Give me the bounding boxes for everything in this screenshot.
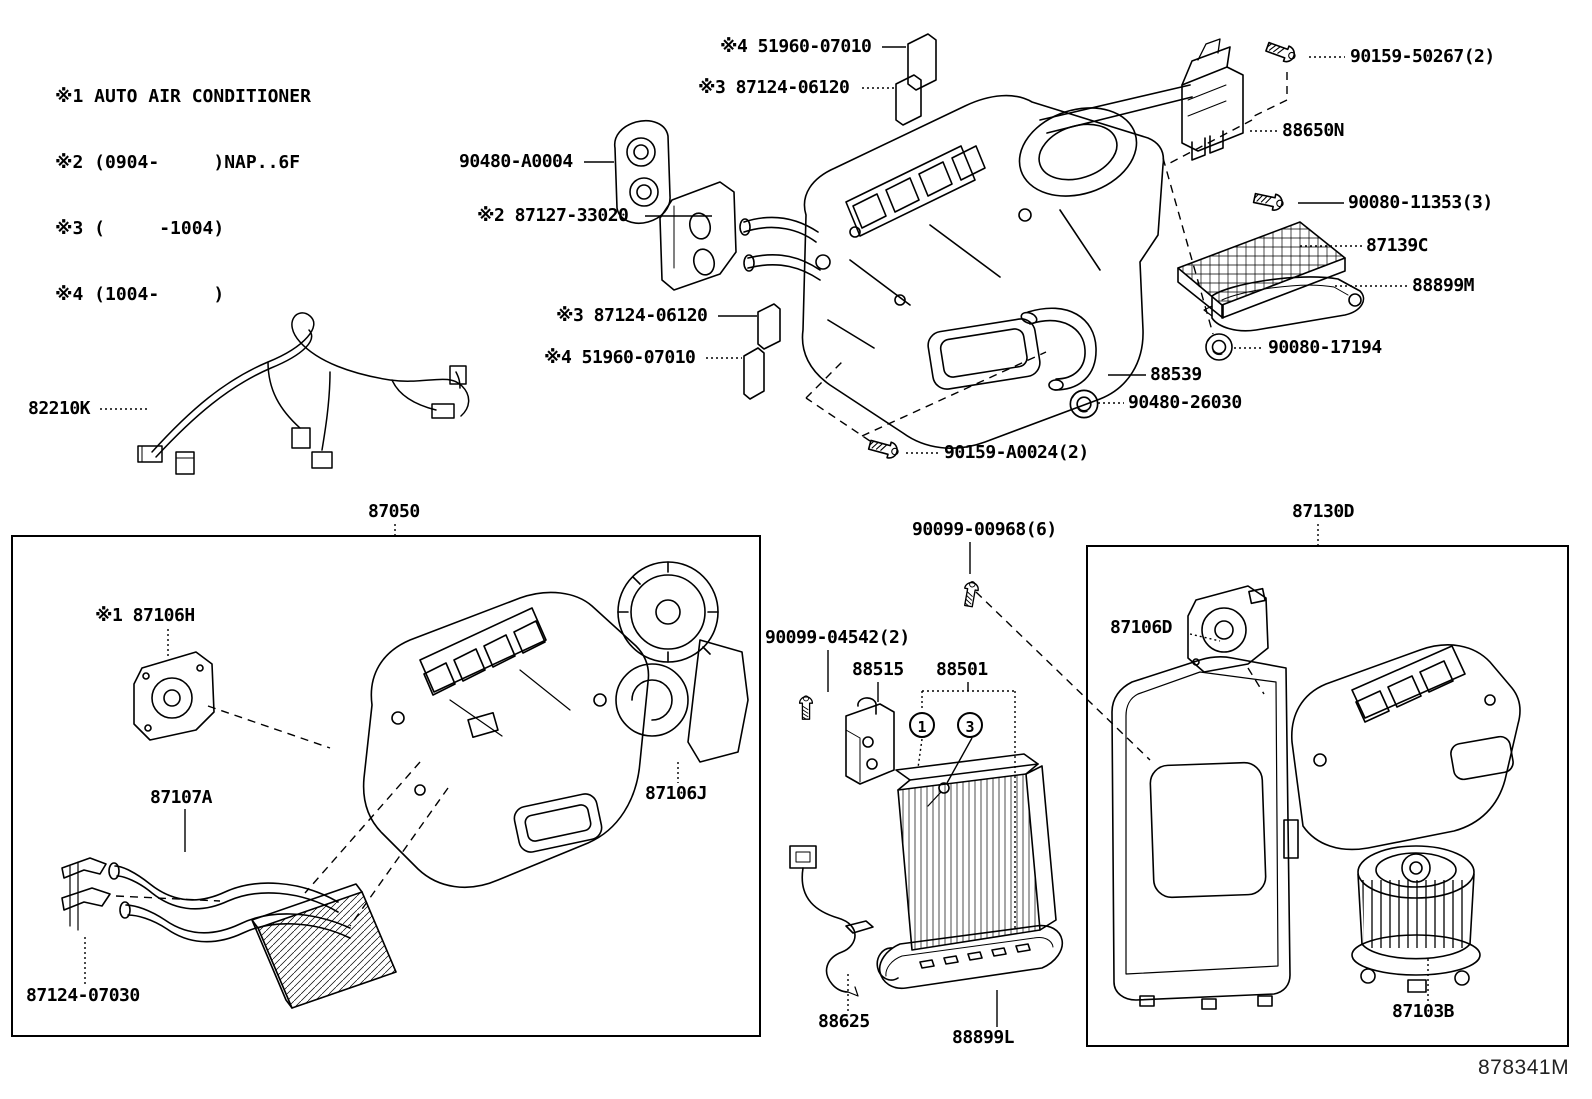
- screw-11353-part: [1252, 189, 1286, 213]
- callout-3: 3: [957, 712, 983, 738]
- part-label-88539: 88539: [1150, 364, 1202, 385]
- part-label-87106d: 87106D: [1110, 617, 1173, 638]
- part-label-90159-a0024: 90159-A0024(2): [944, 442, 1089, 463]
- part-label-88625: 88625: [818, 1011, 870, 1032]
- part-label-87124-07030: 87124-07030: [26, 985, 140, 1006]
- assembly-label-87130d: 87130D: [1292, 501, 1355, 522]
- callout-1: 1: [909, 712, 935, 738]
- thermistor-88625-part: [789, 845, 874, 997]
- part-label-90480-a0004: 90480-A0004: [459, 151, 573, 172]
- part-label-87106j: 87106J: [645, 783, 708, 804]
- assembly-box-outlines: [11, 535, 1569, 1047]
- legend-line-3: ※3 ( -1004): [55, 218, 225, 239]
- evaporator-88501-part: [895, 753, 1057, 951]
- blower-unit-87130d-drawing: [1111, 644, 1521, 1010]
- part-label-88501: 88501: [936, 659, 988, 680]
- screw-04542-part: [798, 695, 814, 720]
- grommet-a0004-part: [613, 120, 671, 224]
- part-label-87103b: 87103B: [1392, 1001, 1455, 1022]
- grommet-26030-part: [1069, 389, 1099, 419]
- part-label-82210k: 82210K: [28, 398, 91, 419]
- part-label-87107a: 87107A: [150, 787, 213, 808]
- construction-dashes: [115, 72, 1288, 927]
- part-label-51960-07010-mid: ※4 51960-07010: [544, 347, 696, 368]
- part-label-90159-50267: 90159-50267(2): [1350, 46, 1495, 67]
- servo-87106j-part: [615, 561, 749, 763]
- grommet-17194-part: [1205, 333, 1233, 361]
- part-label-88899l: 88899L: [952, 1027, 1015, 1048]
- legend: ※1 AUTO AIR CONDITIONER ※2 (0904- )NAP..…: [55, 42, 311, 350]
- screw-50267-part: [1263, 38, 1299, 66]
- seal-pad-parts: [743, 33, 937, 400]
- part-label-90080-11353: 90080-11353(3): [1348, 192, 1493, 213]
- leader-lines: [84, 46, 1429, 1027]
- heater-core-pipes-drawing: [108, 862, 397, 1009]
- screw-a0024-part: [866, 436, 901, 461]
- part-label-87124-06120-mid: ※3 87124-06120: [556, 305, 708, 326]
- holder-88899m-part: [1203, 276, 1365, 332]
- part-label-87139c: 87139C: [1366, 235, 1429, 256]
- legend-line-4: ※4 (1004- ): [55, 284, 225, 305]
- part-label-88515: 88515: [852, 659, 904, 680]
- main-hvac-assembly-drawing: [739, 84, 1193, 449]
- part-label-90080-17194: 90080-17194: [1268, 337, 1382, 358]
- part-label-87127-33020: ※2 87127-33020: [477, 205, 629, 226]
- amplifier-88650n-part: [1181, 38, 1244, 161]
- screw-00968-part: [961, 579, 981, 608]
- part-label-88899m: 88899M: [1412, 275, 1475, 296]
- part-label-87124-06120-top: ※3 87124-06120: [698, 77, 850, 98]
- part-label-90099-00968: 90099-00968(6): [912, 519, 1057, 540]
- blower-motor-87103b-part: [1351, 845, 1481, 993]
- part-label-90099-04542: 90099-04542(2): [765, 627, 910, 648]
- clamp-07030-part: [61, 857, 111, 931]
- wiring-harness-drawing: [137, 312, 470, 475]
- servo-87106h-part: [133, 651, 215, 741]
- legend-line-1: ※1 AUTO AIR CONDITIONER: [55, 86, 311, 107]
- heater-unit-87050-drawing: [362, 591, 650, 889]
- assembly-label-87050: 87050: [368, 501, 420, 522]
- plate-33020-part: [659, 181, 737, 291]
- servo-87106d-part: [1187, 585, 1269, 673]
- part-label-88650n: 88650N: [1282, 120, 1345, 141]
- filter-87139c-part: [1177, 221, 1346, 319]
- legend-line-2: ※2 (0904- )NAP..6F: [55, 152, 301, 173]
- drawing-code: 878341M: [1478, 1056, 1570, 1079]
- part-label-51960-07010-top: ※4 51960-07010: [720, 36, 872, 57]
- part-label-90480-26030: 90480-26030: [1128, 392, 1242, 413]
- part-label-87106h: ※1 87106H: [95, 605, 195, 626]
- expansion-valve-88515-part: [845, 697, 895, 785]
- holder-88899l-part: [876, 924, 1064, 990]
